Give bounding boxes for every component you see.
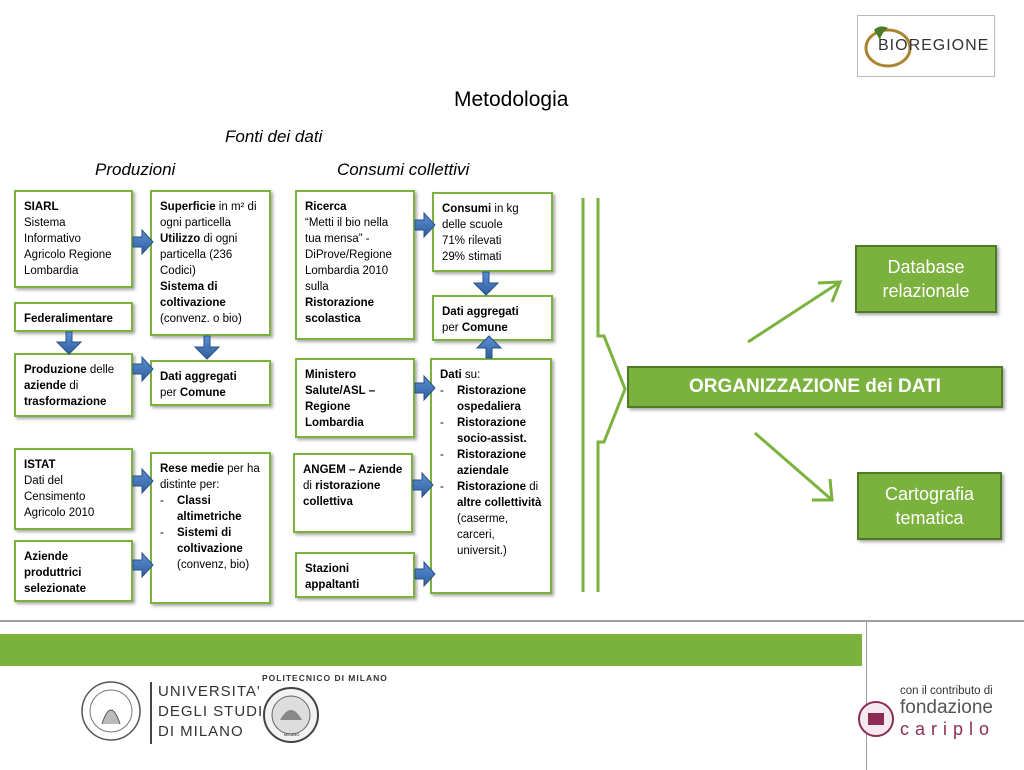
column-heading-produzioni: Produzioni <box>95 160 176 179</box>
box-stazioni: Stazioni appaltanti <box>295 552 415 598</box>
database-box: Database relazionale <box>855 245 997 313</box>
dati-su-list: Ristorazione ospedalieraRistorazione soc… <box>440 383 542 559</box>
list-item: Classi altimetriche <box>160 493 261 525</box>
polimi-seal-text: MILANO <box>284 732 300 737</box>
list-item: Ristorazione aziendale <box>440 447 542 479</box>
arrow-to-database-icon <box>747 280 841 344</box>
polimi-name: POLITECNICO DI MILANO <box>262 673 388 683</box>
arrow-to-cartografia-icon <box>754 431 833 502</box>
bracket-arrow-icon <box>581 198 627 592</box>
unimi-line-3: DI MILANO <box>158 723 244 740</box>
box-aziende-produttrici: Aziende produttrici selezionate <box>14 540 133 602</box>
column-heading-consumi: Consumi collettivi <box>337 160 470 179</box>
arrow-down-icon <box>193 335 221 360</box>
arrow-down-icon <box>472 271 500 296</box>
polimi-seal-icon <box>263 687 319 743</box>
cariplo-prefix: con il contributo di <box>900 685 993 697</box>
arrow-right-icon <box>414 374 436 402</box>
flow-arrows <box>55 198 843 592</box>
unimi-line-2: DEGLI STUDI <box>158 703 264 720</box>
list-item: Ristorazione ospedaliera <box>440 383 542 415</box>
footer-side-box <box>866 622 1024 770</box>
cariplo-name-2: cariplo <box>900 719 996 739</box>
unimi-name: UNIVERSITA' DEGLI STUDI DI MILANO <box>158 682 263 742</box>
unimi-seal-icon <box>81 681 141 741</box>
cartografia-box: Cartografia tematica <box>857 472 1002 540</box>
box-istat: ISTAT Dati del Censimento Agricolo 2010 <box>14 448 133 530</box>
box-ministero: Ministero Salute/ASL – Regione Lombardia <box>295 358 415 438</box>
cariplo-name: fondazione <box>900 697 993 718</box>
box-ricerca: Ricerca “Metti il bio nella tua mensa” -… <box>295 190 415 340</box>
arrow-right-icon <box>414 560 436 588</box>
unimi-divider <box>150 682 152 744</box>
list-item: Ristorazione socio-assist. <box>440 415 542 447</box>
box-produzione-aziende: Produzione delle aziende di trasformazio… <box>14 353 133 417</box>
list-item: Sistemi di coltivazione (convenz, bio) <box>160 525 261 573</box>
cariplo-logo-icon <box>858 701 894 737</box>
box-consumi: Consumi in kg delle scuole 71% rilevati … <box>432 192 553 272</box>
page-title: Metodologia <box>454 88 569 111</box>
box-siarl: SIARL Sistema Informativo Agricolo Regio… <box>14 190 133 288</box>
list-item: Ristorazione di altre collettività (case… <box>440 479 542 559</box>
box-federalimentare: Federalimentare <box>14 302 133 332</box>
arrow-right-icon <box>132 355 154 383</box>
arrow-up-icon <box>475 335 503 359</box>
bioregione-logo-graphic <box>864 26 912 68</box>
arrow-right-icon <box>412 471 434 499</box>
footer: UNIVERSITA' DEGLI STUDI DI MILANO POLITE… <box>0 620 1024 770</box>
footer-green-band <box>0 634 862 666</box>
bioregione-logo-text: BIOREGIONE <box>878 37 990 54</box>
box-superficie: Superficie in m² di ogni particella Util… <box>150 190 271 336</box>
arrow-right-icon <box>414 211 436 239</box>
box-angem: ANGEM – Aziende di ristorazione colletti… <box>293 453 413 533</box>
bioregione-logo: BIOREGIONE <box>857 15 995 77</box>
subtitle-fonti: Fonti dei dati <box>225 127 323 146</box>
arrow-right-icon <box>132 467 154 495</box>
unimi-line-1: UNIVERSITA' <box>158 683 261 700</box>
box-dati-su: Dati su: Ristorazione ospedalieraRistora… <box>430 358 552 594</box>
organizzazione-box: ORGANIZZAZIONE dei DATI <box>627 366 1003 408</box>
box-dati-aggregati-consumi: Dati aggregati per Comune <box>432 295 553 341</box>
box-rese-medie: Rese medie per ha distinte per: Classi a… <box>150 452 271 604</box>
arrow-down-icon <box>55 331 83 355</box>
arrow-right-icon <box>132 551 154 579</box>
arrow-right-icon <box>132 228 154 256</box>
box-dati-aggregati-produzioni: Dati aggregati per Comune <box>150 360 271 406</box>
rese-list: Classi altimetricheSistemi di coltivazio… <box>160 493 261 573</box>
